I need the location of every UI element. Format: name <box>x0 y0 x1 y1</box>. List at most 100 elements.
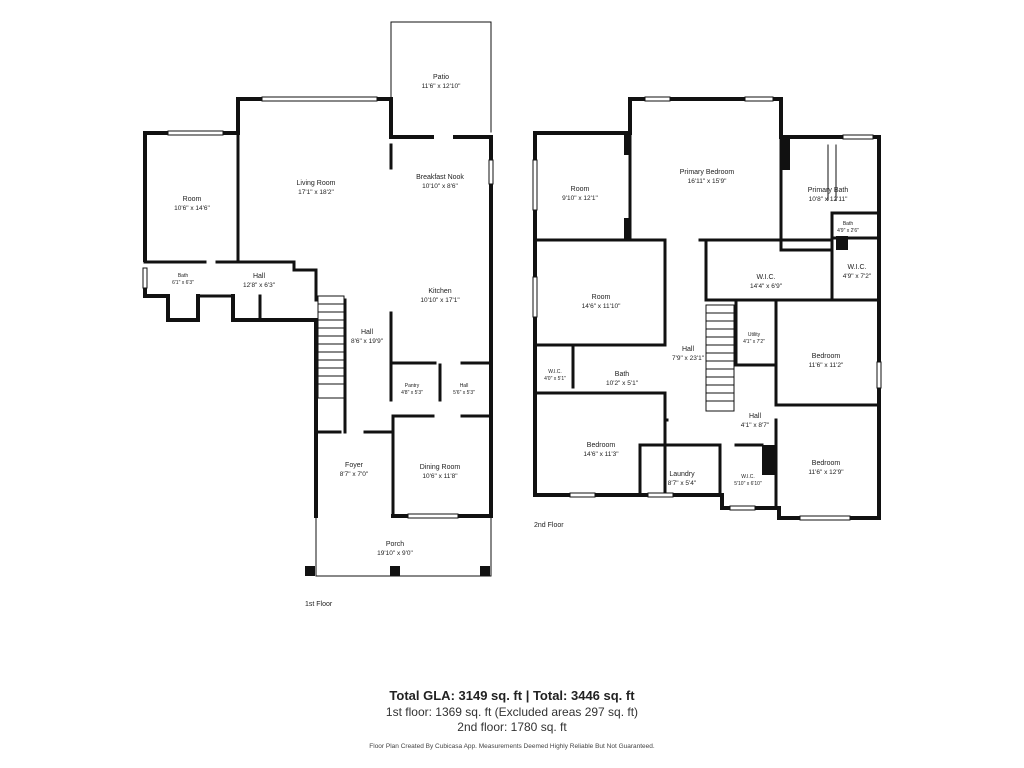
interior-walls <box>143 131 493 518</box>
room-dimensions: 4'9" x 2'6" <box>837 228 859 234</box>
room-dimensions: 4'0" x 5'1" <box>544 376 566 382</box>
first-floor-label: 1st Floor <box>305 601 333 608</box>
wall-blocks-2f <box>624 133 848 475</box>
room-dimensions: 8'6" x 19'9" <box>351 338 384 345</box>
room-dimensions: 10'6" x 11'8" <box>422 473 458 480</box>
room-label-room-a: Room 9'10" x 12'1" <box>562 186 598 202</box>
second-floor-label: 2nd Floor <box>534 522 564 529</box>
room-label-foyer: Foyer 8'7" x 7'0" <box>340 462 369 478</box>
room-name: Bath <box>615 371 630 378</box>
room-name: Breakfast Nook <box>416 174 464 181</box>
first-floor-area: 1st floor: 1369 sq. ft (Excluded areas 2… <box>385 705 639 719</box>
room-dimensions: 11'6" x 12'9" <box>808 469 844 476</box>
room-name: Primary Bath <box>808 187 849 194</box>
room-label-kitchen: Kitchen 10'10" x 17'1" <box>420 288 460 304</box>
room-dimensions: 12'8" x 6'3" <box>243 282 276 289</box>
room-name: Foyer <box>345 462 364 469</box>
room-label-wic-b: W.I.C. 4'9" x 7'2" <box>843 264 872 280</box>
room-dimensions: 11'6" x 12'10" <box>422 83 461 90</box>
room-name: Room <box>571 186 590 193</box>
room-name: Hall <box>682 346 695 353</box>
room-name: Hall <box>253 273 266 280</box>
first-floor-plan <box>142 21 494 577</box>
room-name: Room <box>592 294 611 301</box>
room-dimensions: 5'6" x 5'3" <box>453 390 475 396</box>
room-dimensions: 14'6" x 11'10" <box>582 303 621 310</box>
room-label-wic-d: W.I.C.5'10" x 6'10" <box>734 474 762 487</box>
room-dimensions: 10'2" x 5'1" <box>606 380 639 387</box>
total-gla: Total GLA: 3149 sq. ft | Total: 3446 sq.… <box>389 688 635 703</box>
room-label-laundry: Laundry 8'7" x 5'4" <box>668 471 697 487</box>
porch-outline <box>315 515 492 577</box>
room-dimensions: 5'10" x 6'10" <box>734 481 762 487</box>
room-label-hall-a: Hall 12'8" x 6'3" <box>243 273 276 289</box>
room-dimensions: 10'8" x 12'11" <box>809 196 848 203</box>
room-name: Bedroom <box>812 460 841 467</box>
room-dimensions: 10'6" x 14'6" <box>174 205 210 212</box>
room-dimensions: 10'10" x 8'6" <box>422 183 458 190</box>
windows-2f <box>532 96 882 521</box>
windows-1f <box>142 96 494 519</box>
room-label-bedroom-c: Bedroom 11'6" x 12'9" <box>808 460 844 476</box>
room-label-breakfast-nook: Breakfast Nook 10'10" x 8'6" <box>416 174 464 190</box>
room-label-bedroom-a: Bedroom 11'6" x 11'2" <box>809 353 844 369</box>
room-dimensions: 8'7" x 5'4" <box>668 480 697 487</box>
room-dimensions: 6'1" x 6'3" <box>172 280 194 286</box>
room-name: Hall <box>460 383 469 389</box>
room-dimensions: 7'9" x 23'1" <box>672 355 705 362</box>
room-name: Kitchen <box>428 288 451 295</box>
stairs-1f <box>317 295 345 399</box>
porch-columns <box>305 566 490 576</box>
room-name: Bath <box>178 273 189 279</box>
room-labels: Patio 11'6" x 12'10" Room 10'6" x 14'6" Livi… <box>172 74 872 557</box>
room-dimensions: 4'8" x 5'3" <box>401 390 423 396</box>
room-label-hall-main: Hall 7'9" x 23'1" <box>672 346 705 362</box>
room-label-wic-c: W.I.C.4'0" x 5'1" <box>544 369 566 382</box>
room-label-hall-small: Hall 4'1" x 8'7" <box>741 413 770 429</box>
room-name: Living Room <box>297 180 336 187</box>
room-name: Primary Bedroom <box>680 169 735 176</box>
room-label-porch: Porch 19'10" x 9'0" <box>377 541 413 557</box>
room-name: Room <box>183 196 202 203</box>
room-name: Porch <box>386 541 404 548</box>
room-dimensions: 10'10" x 17'1" <box>420 297 460 304</box>
room-dimensions: 19'10" x 9'0" <box>377 550 413 557</box>
patio-outline <box>390 21 492 133</box>
room-name: Laundry <box>669 471 695 478</box>
room-dimensions: 4'9" x 7'2" <box>843 273 872 280</box>
second-floor-plan <box>532 96 882 521</box>
room-label-hall-b: Hall 8'6" x 19'9" <box>351 329 384 345</box>
room-label-room-b: Room 14'6" x 11'10" <box>582 294 621 310</box>
room-dimensions: 11'6" x 11'2" <box>809 362 844 369</box>
room-dimensions: 4'1" x 8'7" <box>741 422 770 429</box>
room-name: Hall <box>749 413 762 420</box>
room-label-patio: Patio 11'6" x 12'10" <box>422 74 461 90</box>
room-name: Pantry <box>405 383 420 389</box>
room-name: Bedroom <box>587 442 616 449</box>
room-name: Hall <box>361 329 374 336</box>
room-dimensions: 14'4" x 6'9" <box>750 283 783 290</box>
second-floor-area: 2nd floor: 1780 sq. ft <box>457 720 567 734</box>
room-name: W.I.C. <box>847 264 866 271</box>
room-name: W.I.C. <box>756 274 775 281</box>
room-label-bath-b: Bath 10'2" x 5'1" <box>606 371 639 387</box>
room-dimensions: 17'1" x 18'2" <box>298 189 334 196</box>
details-2f <box>827 144 837 201</box>
room-name: Bath <box>843 221 854 227</box>
room-label-room: Room 10'6" x 14'6" <box>174 196 210 212</box>
room-dimensions: 4'1" x 7'2" <box>743 339 765 345</box>
stairs-2f <box>705 304 735 412</box>
room-label-wic-a: W.I.C. 14'4" x 6'9" <box>750 274 783 290</box>
room-dimensions: 9'10" x 12'1" <box>562 195 598 202</box>
room-name: Patio <box>433 74 449 81</box>
room-name: Bedroom <box>812 353 841 360</box>
room-dimensions: 8'7" x 7'0" <box>340 471 369 478</box>
